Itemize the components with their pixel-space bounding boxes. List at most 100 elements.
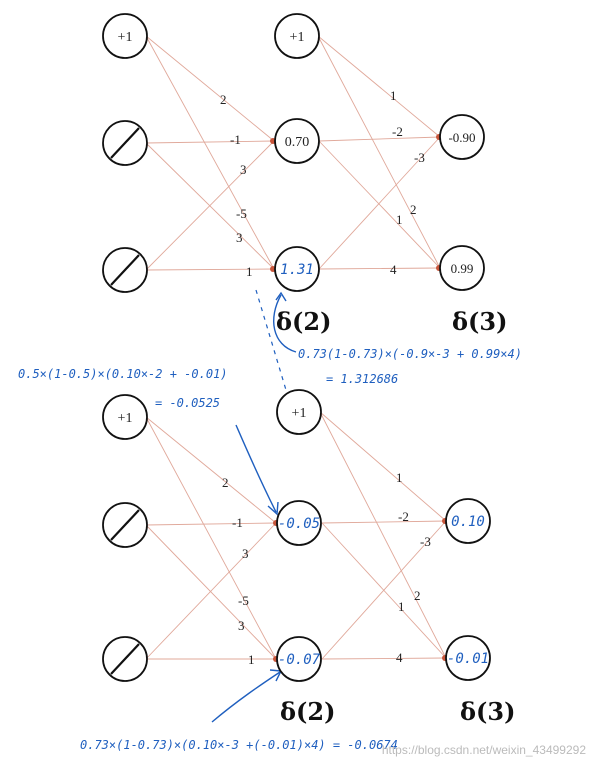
weight-label: 2 bbox=[410, 202, 417, 217]
weight-label: -3 bbox=[414, 150, 425, 165]
bottom-hidden-node-1: -0.05 bbox=[276, 500, 322, 546]
calc-top-line2: = 1.312686 bbox=[326, 372, 398, 386]
edge bbox=[318, 267, 441, 270]
top-edges-hidden-output bbox=[317, 35, 441, 270]
top-input-node-2 bbox=[102, 247, 148, 293]
weight-label: 4 bbox=[396, 650, 403, 665]
node-value: -0.01 bbox=[447, 651, 489, 667]
arrowhead-icon bbox=[275, 291, 287, 302]
edge bbox=[145, 416, 277, 660]
bottom-input-node-2 bbox=[102, 636, 148, 682]
delta-output-label: δ(3) bbox=[460, 697, 515, 726]
edge bbox=[318, 136, 441, 270]
node-value: 0.10 bbox=[451, 514, 485, 530]
bias-label: +1 bbox=[292, 406, 307, 421]
bottom-edges-input-hidden bbox=[145, 416, 277, 660]
edge bbox=[145, 268, 275, 271]
top-input-node-1 bbox=[102, 120, 148, 166]
bottom-input-node-1 bbox=[102, 502, 148, 548]
weight-label: 1 bbox=[396, 470, 403, 485]
delta-output-label: δ(3) bbox=[452, 307, 507, 336]
edge bbox=[145, 524, 277, 660]
top-hidden-node-1: 0.70 bbox=[274, 118, 320, 164]
delta-hidden-label: δ(2) bbox=[280, 697, 335, 726]
weight-label: 3 bbox=[242, 546, 249, 561]
calc-bottom: 0.73×(1-0.73)×(0.10×-3 +(-0.01)×4) = -0.… bbox=[80, 738, 398, 752]
weight-label: 4 bbox=[390, 262, 397, 277]
weight-label: 2 bbox=[414, 588, 421, 603]
edge bbox=[319, 411, 447, 522]
weight-label: 3 bbox=[240, 162, 247, 177]
edge bbox=[145, 140, 275, 271]
edge bbox=[317, 35, 441, 138]
edge bbox=[321, 657, 447, 660]
top-input-bias-node: +1 bbox=[102, 13, 148, 59]
edge bbox=[317, 35, 441, 269]
weight-label: -2 bbox=[392, 124, 403, 139]
weight-label: 1 bbox=[390, 88, 397, 103]
top-hidden-bias-node: +1 bbox=[274, 13, 320, 59]
watermark: https://blog.csdn.net/weixin_43499292 bbox=[382, 743, 586, 757]
bottom-edges-hidden-output bbox=[319, 411, 447, 660]
node-value: -0.90 bbox=[448, 130, 475, 145]
edge bbox=[321, 520, 447, 660]
calc-left-line2: = -0.0525 bbox=[155, 396, 220, 410]
edge bbox=[145, 140, 275, 144]
top-output-node-2: 0.99 bbox=[439, 245, 485, 291]
bias-label: +1 bbox=[290, 30, 305, 45]
weight-label: -5 bbox=[238, 593, 249, 608]
bottom-hidden-bias-node: +1 bbox=[276, 389, 322, 435]
edge bbox=[145, 35, 275, 142]
weight-label: -2 bbox=[398, 509, 409, 524]
node-value: 0.99 bbox=[451, 261, 474, 276]
bottom-hidden-node-2: -0.07 bbox=[276, 636, 322, 682]
weight-label: 1 bbox=[246, 264, 253, 279]
empty-input-slash-icon bbox=[110, 509, 140, 541]
weight-label: -5 bbox=[236, 206, 247, 221]
node-value: 1.31 bbox=[280, 262, 314, 278]
empty-input-slash-icon bbox=[110, 254, 140, 286]
edge bbox=[145, 522, 277, 526]
weight-label: 3 bbox=[238, 618, 245, 633]
delta-hidden-label: δ(2) bbox=[276, 307, 331, 336]
edge bbox=[145, 35, 275, 270]
edge bbox=[318, 136, 441, 142]
edge bbox=[145, 416, 277, 524]
edge bbox=[321, 520, 447, 524]
top-hidden-node-2: 1.31 bbox=[274, 246, 320, 292]
weight-label: -1 bbox=[230, 132, 241, 147]
empty-input-slash-icon bbox=[110, 127, 140, 159]
empty-input-slash-icon bbox=[110, 643, 140, 675]
top-network: 2 -1 3 -5 3 1 1 -2 -3 1 2 4 +1 +1 bbox=[102, 13, 507, 336]
top-output-node-1: -0.90 bbox=[439, 114, 485, 160]
weight-label: 1 bbox=[396, 212, 403, 227]
weight-label: 3 bbox=[236, 230, 243, 245]
bottom-input-bias-node: +1 bbox=[102, 394, 148, 440]
weight-label: -3 bbox=[420, 534, 431, 549]
arrowhead-icon bbox=[267, 501, 279, 516]
weight-label: 2 bbox=[220, 92, 227, 107]
node-value: -0.07 bbox=[278, 652, 321, 668]
bottom-output-node-2: -0.01 bbox=[445, 635, 491, 681]
calc-left-line1: 0.5×(1-0.5)×(0.10×-2 + -0.01) bbox=[18, 367, 228, 381]
top-edges-input-hidden bbox=[145, 35, 275, 271]
edge bbox=[145, 522, 277, 660]
edge bbox=[319, 411, 447, 659]
weight-label: 2 bbox=[222, 475, 229, 490]
annotation-dashed-line bbox=[255, 289, 287, 391]
weight-label: -1 bbox=[232, 515, 243, 530]
bottom-network: 2 -1 3 -5 3 1 1 -2 -3 1 2 4 +1 +1 -0.05 bbox=[102, 389, 515, 726]
weight-label: 1 bbox=[248, 652, 255, 667]
bias-label: +1 bbox=[118, 411, 133, 426]
annotation-arrow bbox=[235, 424, 277, 513]
node-value: -0.05 bbox=[278, 516, 320, 532]
annotation-arrow bbox=[211, 671, 281, 723]
edge bbox=[318, 140, 441, 269]
node-value: 0.70 bbox=[285, 135, 310, 150]
bias-label: +1 bbox=[118, 30, 133, 45]
bottom-output-node-1: 0.10 bbox=[445, 498, 491, 544]
handwritten-annotations: 0.73(1-0.73)×(-0.9×-3 + 0.99×4) = 1.3126… bbox=[18, 289, 522, 752]
weight-label: 1 bbox=[398, 599, 405, 614]
